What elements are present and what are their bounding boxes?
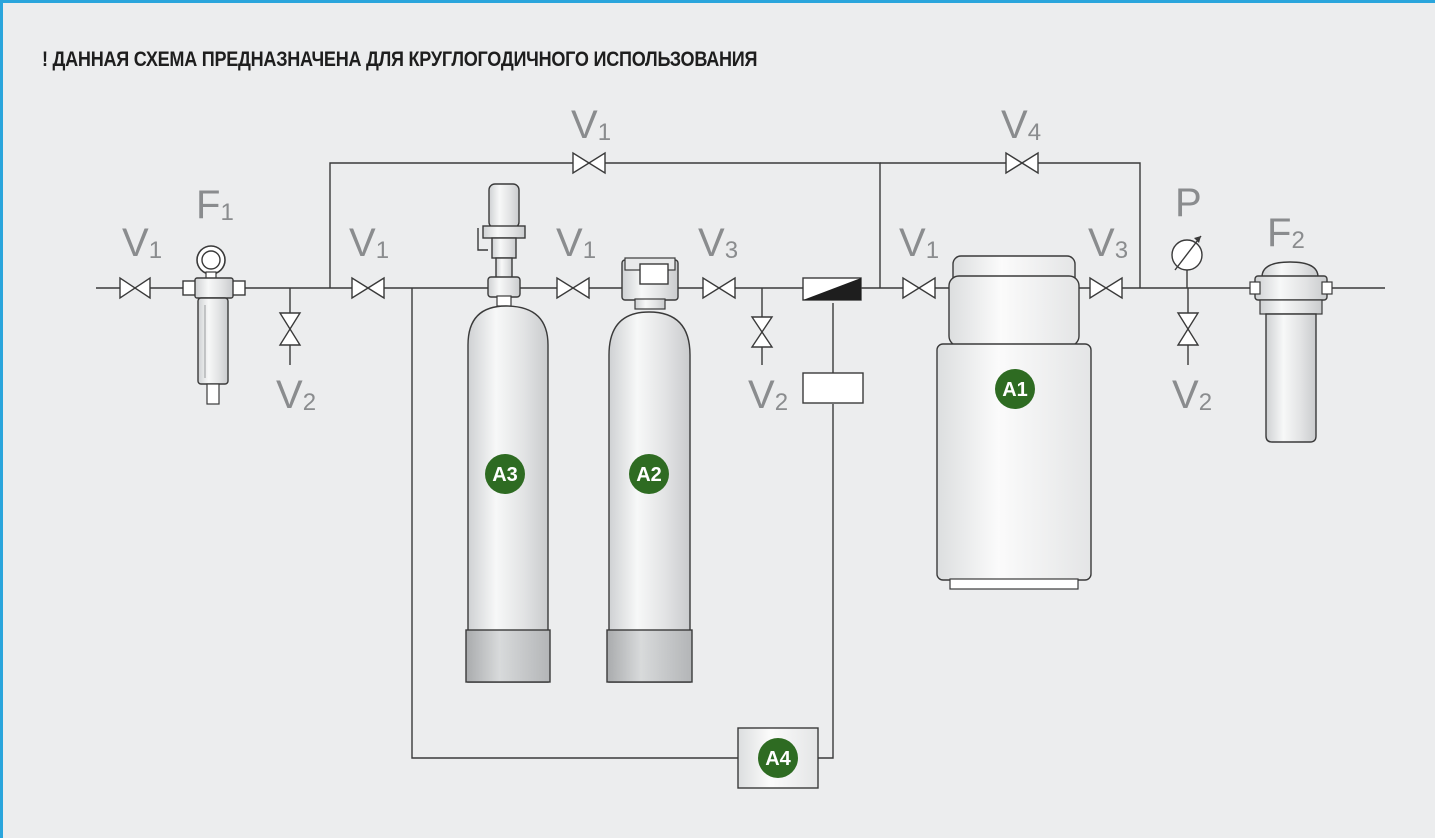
- label-v1-b: V1: [556, 221, 596, 265]
- valve-v4-bypass-top[interactable]: [1005, 151, 1039, 175]
- valve-v1-inlet[interactable]: [119, 276, 151, 300]
- label-v3-a: V3: [698, 221, 738, 265]
- label-v2-left: V2: [276, 373, 316, 417]
- vessel-a1: [936, 255, 1092, 590]
- valve-v1-between-a3-a2[interactable]: [556, 276, 590, 300]
- badge-a4: A4: [758, 738, 798, 778]
- badge-a3: A3: [485, 454, 525, 494]
- svg-text:A3: A3: [492, 464, 518, 486]
- svg-text:A1: A1: [1002, 379, 1028, 401]
- badge-a2: A2: [629, 454, 669, 494]
- vessel-a3: [465, 183, 551, 683]
- filter-f2: [1249, 261, 1333, 443]
- pressure-gauge: [1171, 235, 1203, 288]
- label-v2-mid: V2: [748, 373, 788, 417]
- label-v1-a: V1: [349, 221, 389, 265]
- filter-f1: [182, 245, 246, 405]
- label-f2: F2: [1267, 211, 1305, 255]
- label-v3-b: V3: [1088, 221, 1128, 265]
- label-f1: F1: [196, 183, 234, 227]
- label-p: P: [1175, 181, 1202, 225]
- flow-sensor: [802, 277, 864, 404]
- valve-v1-bypass-top[interactable]: [572, 151, 606, 175]
- valve-v3-after-a1[interactable]: [1089, 276, 1123, 300]
- label-v4-top: V4: [1001, 103, 1041, 147]
- svg-text:A4: A4: [765, 748, 791, 770]
- valve-v2-mid-drain[interactable]: [750, 316, 774, 348]
- badge-a1: A1: [995, 369, 1035, 409]
- valve-v2-left-drain[interactable]: [278, 312, 302, 346]
- label-v1-inlet: V1: [122, 221, 162, 265]
- valve-v1-before-a3[interactable]: [351, 276, 385, 300]
- diagram-heading: ! ДАННАЯ СХЕМА ПРЕДНАЗНАЧЕНА ДЛЯ КРУГЛОГ…: [42, 48, 758, 71]
- label-v1-top: V1: [571, 103, 611, 147]
- valve-v2-right-drain[interactable]: [1176, 312, 1200, 346]
- valve-v3-after-a2[interactable]: [702, 276, 736, 300]
- label-v2-right: V2: [1172, 373, 1212, 417]
- svg-text:A2: A2: [636, 464, 662, 486]
- valve-v1-before-a1[interactable]: [902, 276, 936, 300]
- label-v1-c: V1: [899, 221, 939, 265]
- vessel-a2: [606, 257, 693, 683]
